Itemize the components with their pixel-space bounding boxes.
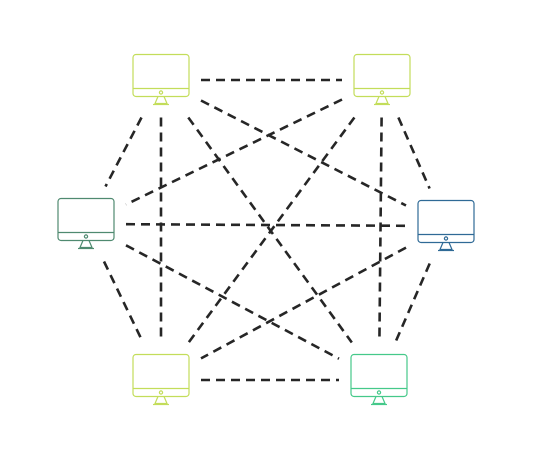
link-monitor-top-left-to-monitor-right: [200, 99, 407, 207]
desktop-monitor-icon: [132, 53, 190, 106]
monitor-left[interactable]: [57, 197, 115, 250]
monitor-top-left[interactable]: [132, 53, 190, 106]
desktop-monitor-icon: [417, 199, 475, 252]
link-monitor-left-to-monitor-bottom-left: [102, 260, 145, 344]
desktop-monitor-icon: [57, 197, 115, 250]
link-monitor-right-to-monitor-bottom-right: [394, 262, 431, 344]
link-monitor-top-right-to-monitor-bottom-left: [187, 116, 356, 344]
monitor-bottom-right[interactable]: [350, 353, 408, 406]
monitor-bottom-left[interactable]: [132, 353, 190, 406]
monitor-right[interactable]: [417, 199, 475, 252]
desktop-monitor-icon: [353, 53, 411, 106]
monitor-top-right[interactable]: [353, 53, 411, 106]
link-monitor-top-left-to-monitor-left: [104, 116, 143, 188]
link-monitor-top-right-to-monitor-right: [397, 116, 431, 190]
link-monitor-left-to-monitor-right: [125, 222, 407, 228]
links-layer: [102, 78, 431, 382]
link-monitor-top-right-to-monitor-bottom-right: [378, 117, 383, 343]
desktop-monitor-icon: [132, 353, 190, 406]
link-monitor-left-to-monitor-bottom-right: [125, 244, 340, 360]
desktop-monitor-icon: [350, 353, 408, 406]
nodes-layer: [57, 53, 475, 406]
link-monitor-right-to-monitor-bottom-left: [200, 246, 407, 360]
link-monitor-top-right-to-monitor-left: [125, 98, 343, 206]
